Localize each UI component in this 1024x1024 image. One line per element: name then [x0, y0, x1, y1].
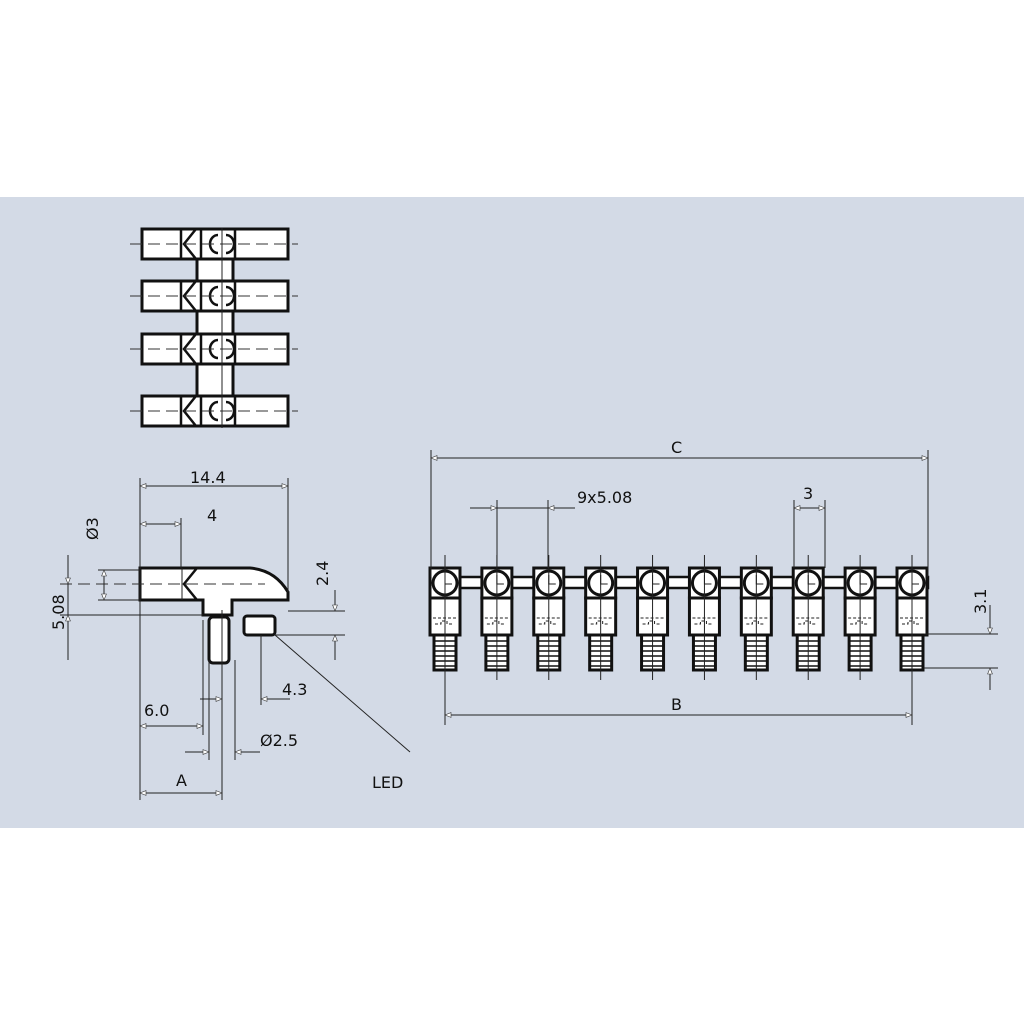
dim-led-height: 2.4 [313, 561, 332, 586]
terminal-pin [895, 555, 929, 680]
terminal-pin [584, 555, 618, 680]
led-leader [274, 634, 411, 753]
led [242, 614, 277, 637]
terminal-pin [843, 555, 877, 680]
led-label: LED [372, 773, 403, 792]
top-row [130, 279, 298, 313]
terminal-pin [480, 555, 514, 680]
dim-pitch: 9x5.08 [577, 488, 632, 507]
side-view: 14.4 4 Ø3 5.08 2.4 4.3 6.0 Ø2.5 A LED [49, 468, 411, 800]
front-view: C 9x5.08 3 B 3.1 [428, 438, 998, 725]
dim-pitch-height: 5.08 [49, 594, 68, 630]
dim-cylinder-length: 4 [207, 506, 217, 525]
terminal-pin [791, 555, 825, 680]
side-body [138, 566, 290, 617]
dim-spacing: 3 [803, 484, 813, 503]
dim-overall-length: 14.4 [190, 468, 226, 487]
top-connector [195, 242, 235, 413]
dim-c: C [671, 438, 682, 457]
top-row [130, 394, 298, 428]
terminal-pin [532, 555, 566, 680]
terminal-pin [687, 555, 721, 680]
dim-a: A [176, 771, 187, 790]
terminal-pin [739, 555, 773, 680]
dim-led-offset: 4.3 [282, 680, 307, 699]
dim-b: B [671, 695, 682, 714]
terminal-pin [428, 555, 462, 680]
top-view [130, 227, 298, 428]
dim-pin-diameter: Ø2.5 [260, 731, 298, 750]
terminal-pin [636, 555, 670, 680]
dim-thread: 3.1 [971, 589, 990, 614]
dim-pin-offset: 6.0 [144, 701, 169, 720]
top-row [130, 227, 298, 261]
top-row [130, 332, 298, 366]
threaded-pin [207, 610, 231, 800]
dim-cylinder-diameter: Ø3 [83, 517, 102, 540]
